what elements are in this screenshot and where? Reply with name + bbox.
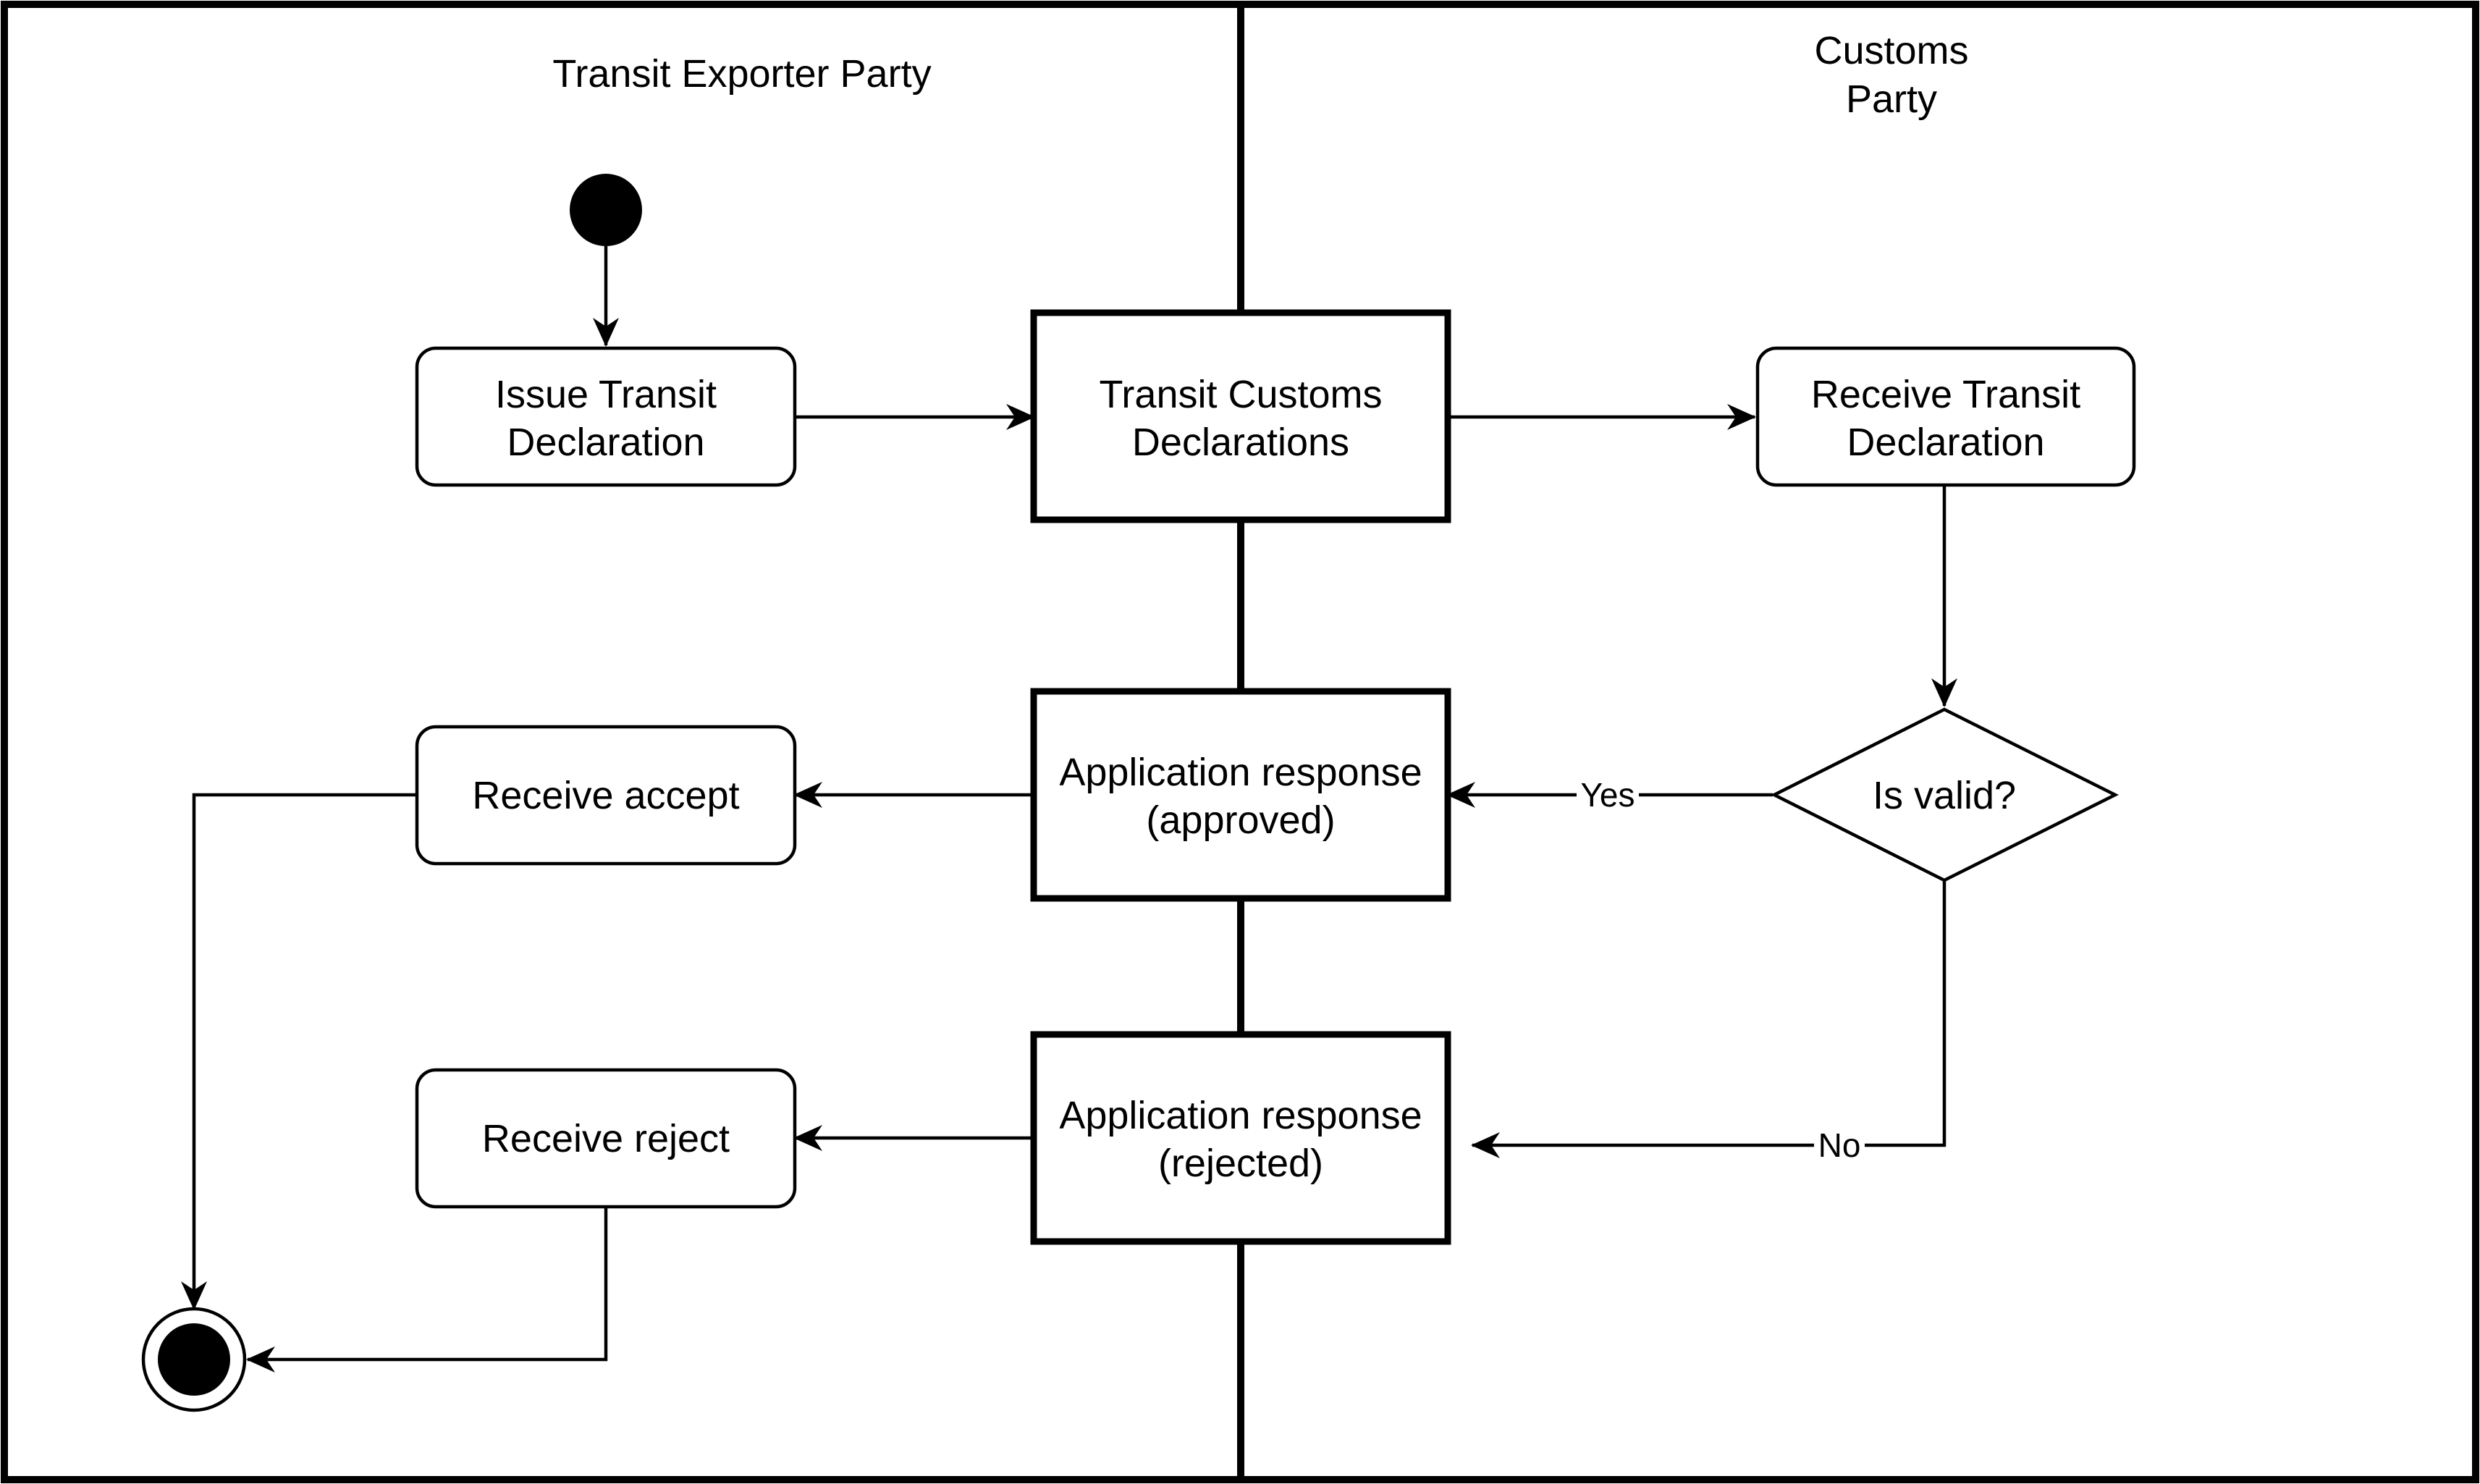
action-receive-reject: Receive reject xyxy=(415,1068,797,1209)
action-receive-accept: Receive accept xyxy=(415,725,797,866)
no-label-bg xyxy=(1814,1126,1865,1164)
initial-node xyxy=(570,174,642,246)
edge-label-yes: Yes xyxy=(1580,776,1635,814)
final-node xyxy=(141,1307,247,1412)
receive-decl-label-line2: Declaration xyxy=(1847,421,2044,464)
decision-is-valid: Is valid? xyxy=(1770,707,2120,882)
lane-title-customs-line2: Party xyxy=(1846,77,1937,121)
receive-reject-label: Receive reject xyxy=(482,1117,730,1160)
edge-receive-reject-to-final xyxy=(246,1207,608,1373)
object-application-response-approved: Application response (approved) xyxy=(1030,688,1451,902)
lane-title-exporter: Transit Exporter Party xyxy=(552,52,931,96)
lane-title-customs: Customs xyxy=(1814,29,1968,72)
edge-decision-no-to-rejected xyxy=(1471,880,1947,1158)
issue-label-line1: Issue Transit xyxy=(495,373,717,416)
rejected-label-line1: Application response xyxy=(1059,1094,1422,1137)
rejected-label-line2: (rejected) xyxy=(1158,1142,1323,1185)
customs-decl-label-line1: Transit Customs xyxy=(1099,373,1382,416)
approved-label-line2: (approved) xyxy=(1146,798,1335,842)
receive-accept-label: Receive accept xyxy=(472,774,739,817)
issue-label-line2: Declaration xyxy=(507,421,704,464)
yes-label-bg xyxy=(1577,776,1639,814)
edge-label-no: No xyxy=(1818,1126,1861,1164)
receive-decl-label-line1: Receive Transit xyxy=(1811,373,2080,416)
object-application-response-rejected: Application response (rejected) xyxy=(1030,1031,1451,1245)
decision-label: Is valid? xyxy=(1873,774,2016,817)
action-receive-transit-declaration: Receive Transit Declaration xyxy=(1755,346,2136,487)
approved-label-line1: Application response xyxy=(1059,751,1422,794)
customs-decl-label-line2: Declarations xyxy=(1132,421,1349,464)
edge-receive-accept-to-final xyxy=(181,793,417,1310)
action-issue-transit-declaration: Issue Transit Declaration xyxy=(415,346,797,487)
object-transit-customs-declarations: Transit Customs Declarations xyxy=(1030,309,1451,523)
